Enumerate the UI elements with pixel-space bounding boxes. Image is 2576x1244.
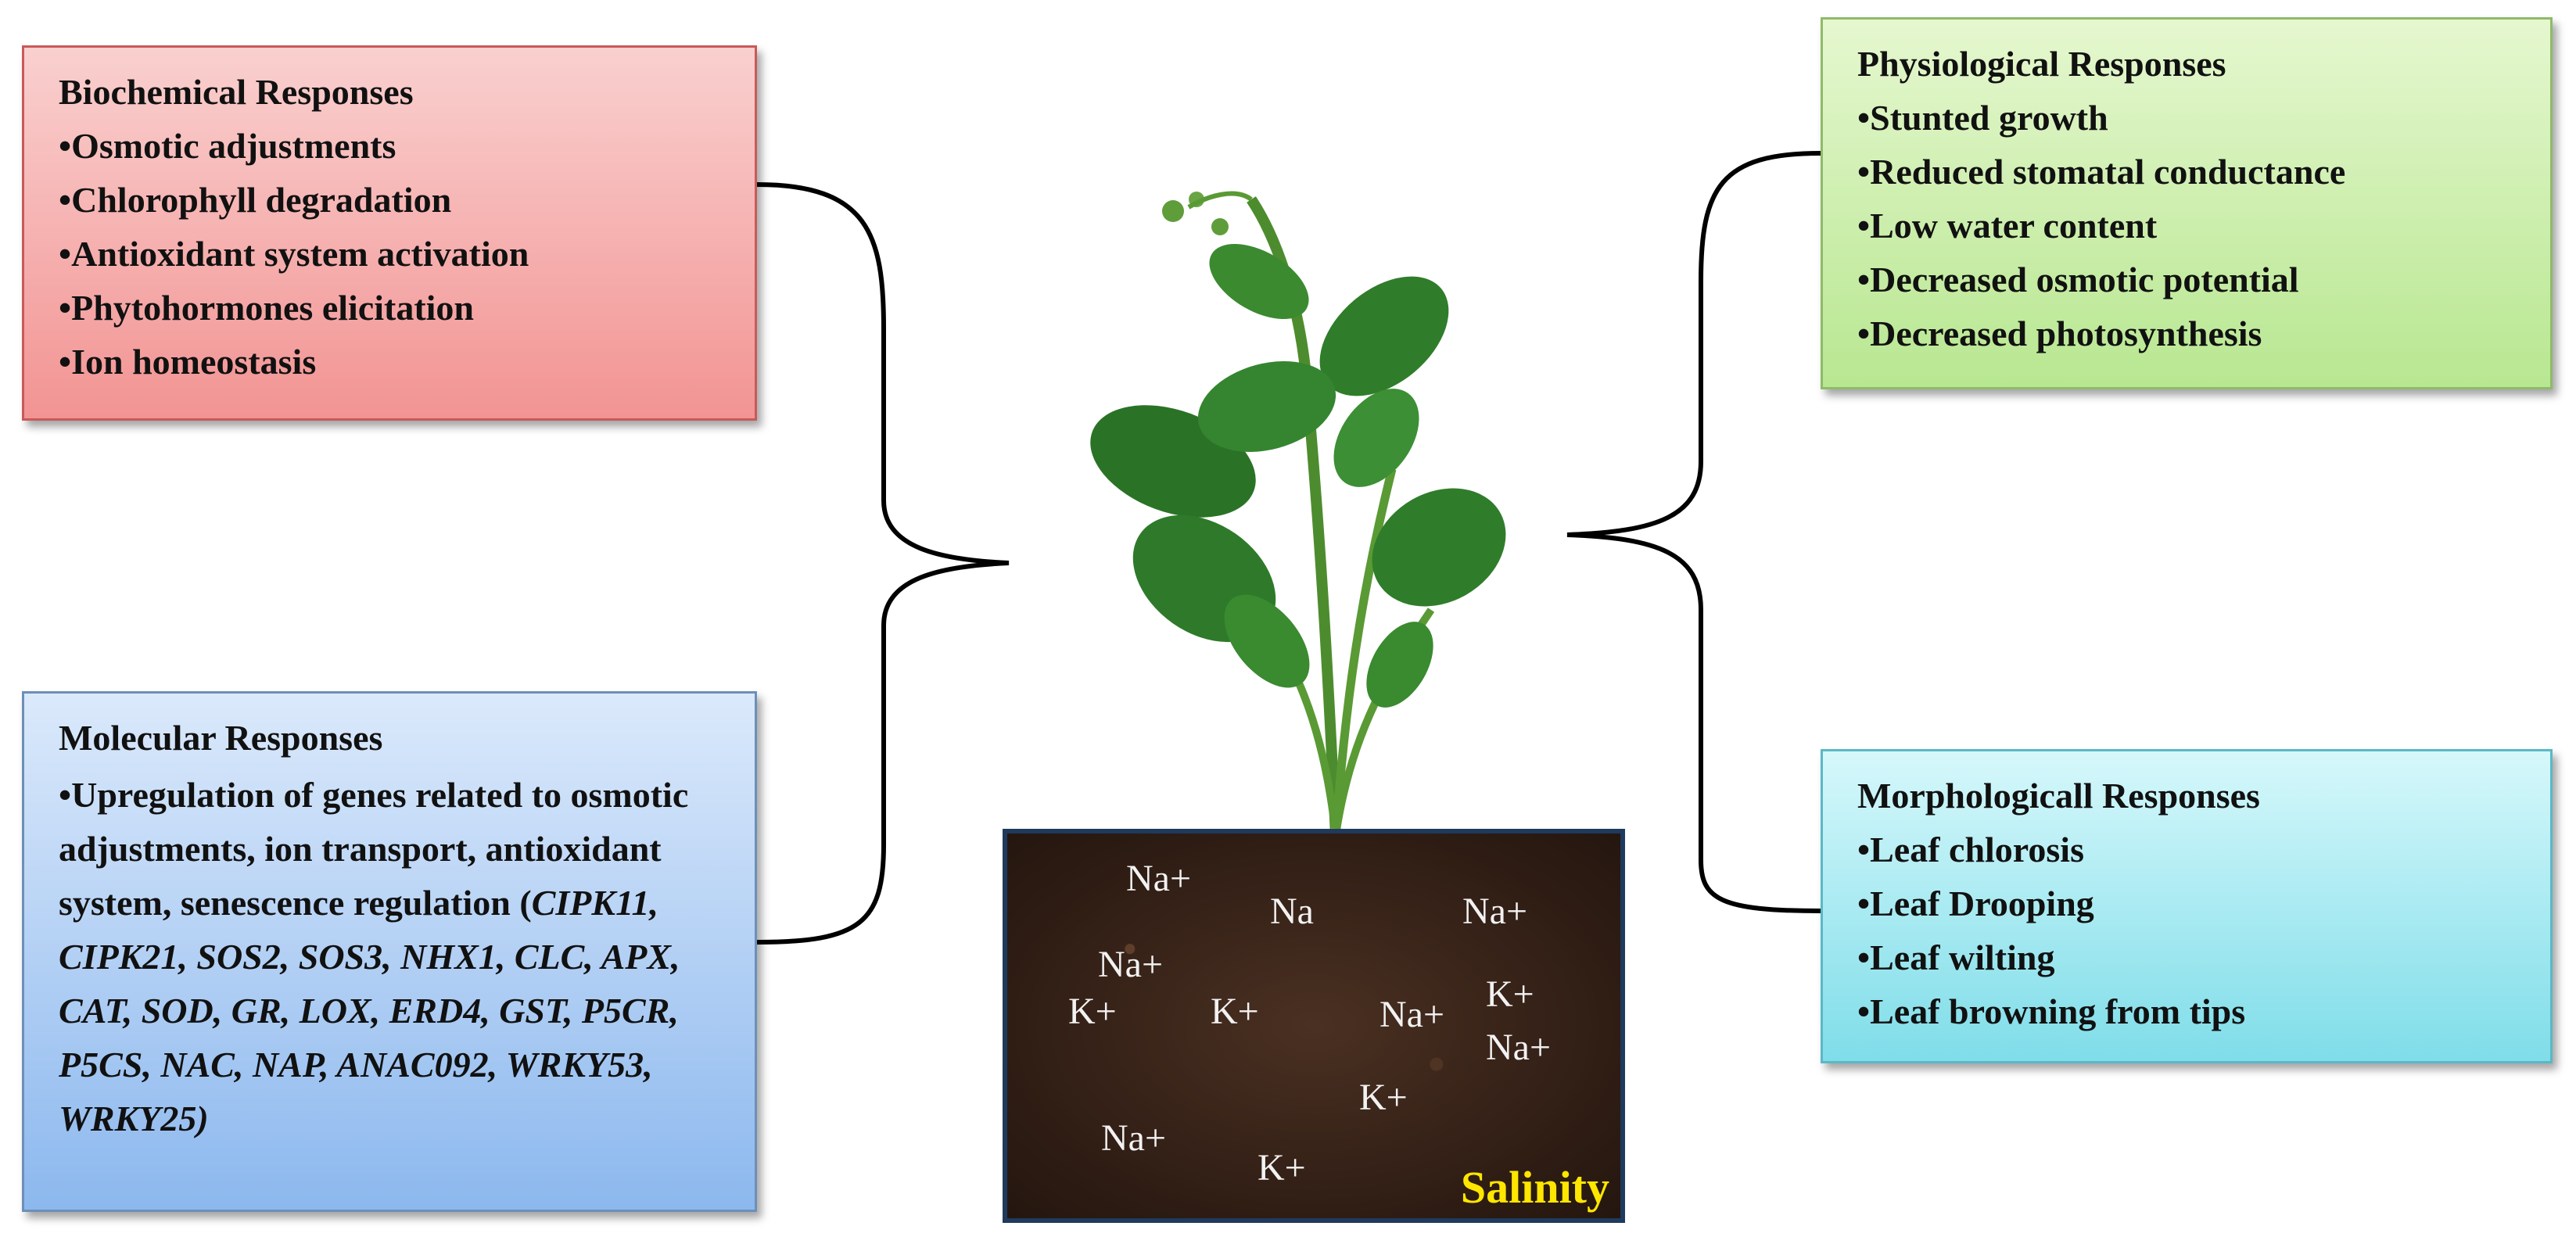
ion-label: K+ bbox=[1068, 991, 1117, 1032]
soil-illustration: Na+ Na Na+ Na+ K+ K+ Na+ K+ Na+ K+ Na+ K… bbox=[1003, 829, 1625, 1223]
ion-label: Na+ bbox=[1379, 994, 1445, 1035]
left-brace bbox=[756, 182, 1010, 945]
list-item: Reduced stomatal conductance bbox=[1857, 145, 2527, 199]
right-brace bbox=[1566, 151, 1821, 913]
list-item: Antioxidant system activation bbox=[59, 227, 731, 281]
list-item: Phytohormones elicitation bbox=[59, 281, 731, 335]
biochemical-responses-box: Biochemical Responses Osmotic adjustment… bbox=[22, 45, 757, 421]
biochemical-list: Osmotic adjustments Chlorophyll degradat… bbox=[59, 119, 731, 389]
ion-label: K+ bbox=[1211, 991, 1259, 1032]
physiological-list: Stunted growth Reduced stomatal conducta… bbox=[1857, 91, 2527, 360]
molecular-text: •Upregulation of genes related to osmoti… bbox=[59, 775, 689, 923]
ion-label: K+ bbox=[1486, 973, 1534, 1015]
list-item: Leaf Drooping bbox=[1857, 877, 2527, 930]
ion-label: K+ bbox=[1359, 1077, 1408, 1118]
salinity-label: Salinity bbox=[1460, 1162, 1609, 1213]
list-item: Decreased osmotic potential bbox=[1857, 253, 2527, 307]
list-item: Ion homeostasis bbox=[59, 335, 731, 389]
morphological-responses-box: Morphologicall Responses Leaf chlorosis … bbox=[1821, 749, 2553, 1063]
molecular-responses-box: Molecular Responses •Upregulation of gen… bbox=[22, 691, 757, 1212]
ion-label: Na+ bbox=[1486, 1027, 1552, 1068]
ion-label: Na+ bbox=[1101, 1117, 1167, 1159]
ion-label: K+ bbox=[1258, 1147, 1306, 1188]
list-item: Decreased photosynthesis bbox=[1857, 307, 2527, 360]
list-item: Leaf chlorosis bbox=[1857, 823, 2527, 877]
gene-list: CIPK11, CIPK21, SOS2, SOS3, NHX1, CLC, A… bbox=[59, 883, 680, 1138]
ion-label: Na bbox=[1270, 891, 1314, 932]
ion-label: Na+ bbox=[1462, 891, 1528, 932]
physiological-responses-box: Physiological Responses Stunted growth R… bbox=[1821, 17, 2553, 389]
ion-label: Na+ bbox=[1098, 944, 1164, 985]
list-item: Low water content bbox=[1857, 199, 2527, 253]
molecular-title: Molecular Responses bbox=[59, 718, 383, 758]
list-item: Chlorophyll degradation bbox=[59, 173, 731, 227]
list-item: Stunted growth bbox=[1857, 91, 2527, 145]
list-item: Leaf browning from tips bbox=[1857, 984, 2527, 1038]
list-item: Leaf wilting bbox=[1857, 930, 2527, 984]
biochemical-title: Biochemical Responses bbox=[59, 72, 414, 112]
ion-label: Na+ bbox=[1126, 858, 1192, 899]
morphological-list: Leaf chlorosis Leaf Drooping Leaf wiltin… bbox=[1857, 823, 2527, 1038]
morphological-title: Morphologicall Responses bbox=[1857, 776, 2260, 816]
plant-illustration bbox=[1090, 191, 1506, 970]
molecular-description: •Upregulation of genes related to osmoti… bbox=[59, 768, 731, 1145]
list-item: Osmotic adjustments bbox=[59, 119, 731, 173]
physiological-title: Physiological Responses bbox=[1857, 44, 2226, 84]
